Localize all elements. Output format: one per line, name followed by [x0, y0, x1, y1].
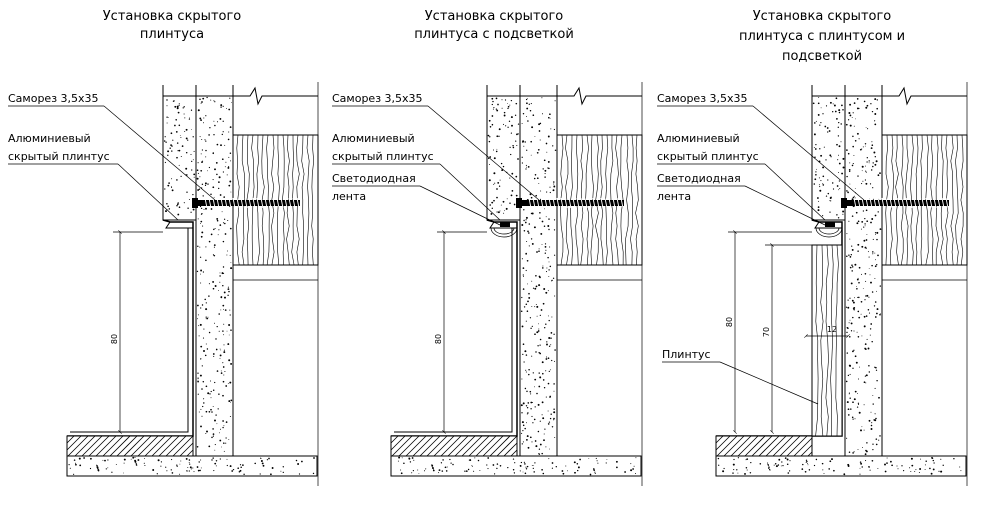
panel-1-title-line-2: плинтуса: [140, 27, 204, 42]
panel-3-dimension-height: 80: [725, 230, 812, 434]
panel-1-wall-core: [195, 85, 234, 457]
panel-1-aluminum-profile: [67, 219, 194, 437]
panel-2-dimension-height: 80: [434, 230, 487, 434]
panel-3-dimension-skirting-height: 70: [762, 243, 812, 434]
panel-2-title-line-2: плинтуса с подсветкой: [414, 27, 574, 42]
panel-2-upper-wall-layer: [486, 85, 521, 221]
panel-3-upper-wall-layer: [811, 85, 846, 221]
panel-2-wall-core: [519, 85, 558, 457]
panel-1-profile-label-line-1: Алюминиевый: [8, 132, 91, 145]
panel-1-dimension-80: 80: [110, 334, 119, 344]
panel-3-skirting-label: Плинтус: [662, 348, 711, 361]
panel-2-hidden-skirting-led: Установка скрытого плинтуса с подсветкой: [332, 9, 643, 486]
panel-2-screw: [516, 197, 624, 209]
panel-3-profile-label-line-1: Алюминиевый: [657, 132, 740, 145]
panel-2-aluminum-profile: [391, 219, 518, 437]
panel-1-title-line-1: Установка скрытого: [103, 9, 242, 24]
panel-3-dimension-12: 12: [827, 325, 837, 334]
panel-3-dimension-70: 70: [762, 327, 771, 337]
panel-1-screw: [192, 197, 300, 209]
panel-2-title-line-1: Установка скрытого: [425, 9, 564, 24]
panel-3-screw-label: Саморез 3,5х35: [657, 92, 748, 105]
panel-3-dimension-80: 80: [725, 317, 734, 327]
panel-3-title-line-1: Установка скрытого: [753, 9, 892, 24]
panel-3-dimension-skirting-thickness: 12: [804, 325, 850, 338]
panel-3-title-line-3: подсветкой: [782, 49, 862, 64]
panel-3-led-label-line-1: Светодиодная: [657, 172, 741, 185]
panel-3-wall-core: [844, 85, 883, 457]
panel-2-led-label-line-2: лента: [332, 190, 366, 203]
panel-1-floor: [66, 435, 318, 477]
panel-1-profile-label-line-2: скрытый плинтус: [8, 150, 110, 163]
panel-1-hidden-skirting: Установка скрытого плинтуса: [8, 9, 319, 486]
panel-3-floor: [715, 435, 967, 477]
panel-2-profile-label-line-1: Алюминиевый: [332, 132, 415, 145]
panel-3-led-strip: [815, 222, 843, 238]
panel-3-led-label-line-2: лента: [657, 190, 691, 203]
panel-3-hidden-skirting-with-skirting-led: Установка скрытого плинтуса с плинтусом …: [657, 9, 968, 486]
panel-3-title-line-2: плинтуса с плинтусом и: [739, 29, 905, 44]
panel-2-led-label-line-1: Светодиодная: [332, 172, 416, 185]
panel-2-floor: [390, 435, 642, 477]
panel-3-screw: [841, 197, 949, 209]
panel-2-dimension-80: 80: [434, 334, 443, 344]
panel-3-wood-skirting: [811, 244, 843, 437]
panel-1-dimension-height: 80: [110, 230, 163, 434]
panel-2-led-strip: [490, 222, 518, 238]
panel-1-upper-wall-layer: [162, 85, 197, 221]
panel-2-screw-label: Саморез 3,5х35: [332, 92, 423, 105]
panel-2-profile-label-line-2: скрытый плинтус: [332, 150, 434, 163]
panel-1-screw-label: Саморез 3,5х35: [8, 92, 99, 105]
panel-3-profile-label-line-2: скрытый плинтус: [657, 150, 759, 163]
